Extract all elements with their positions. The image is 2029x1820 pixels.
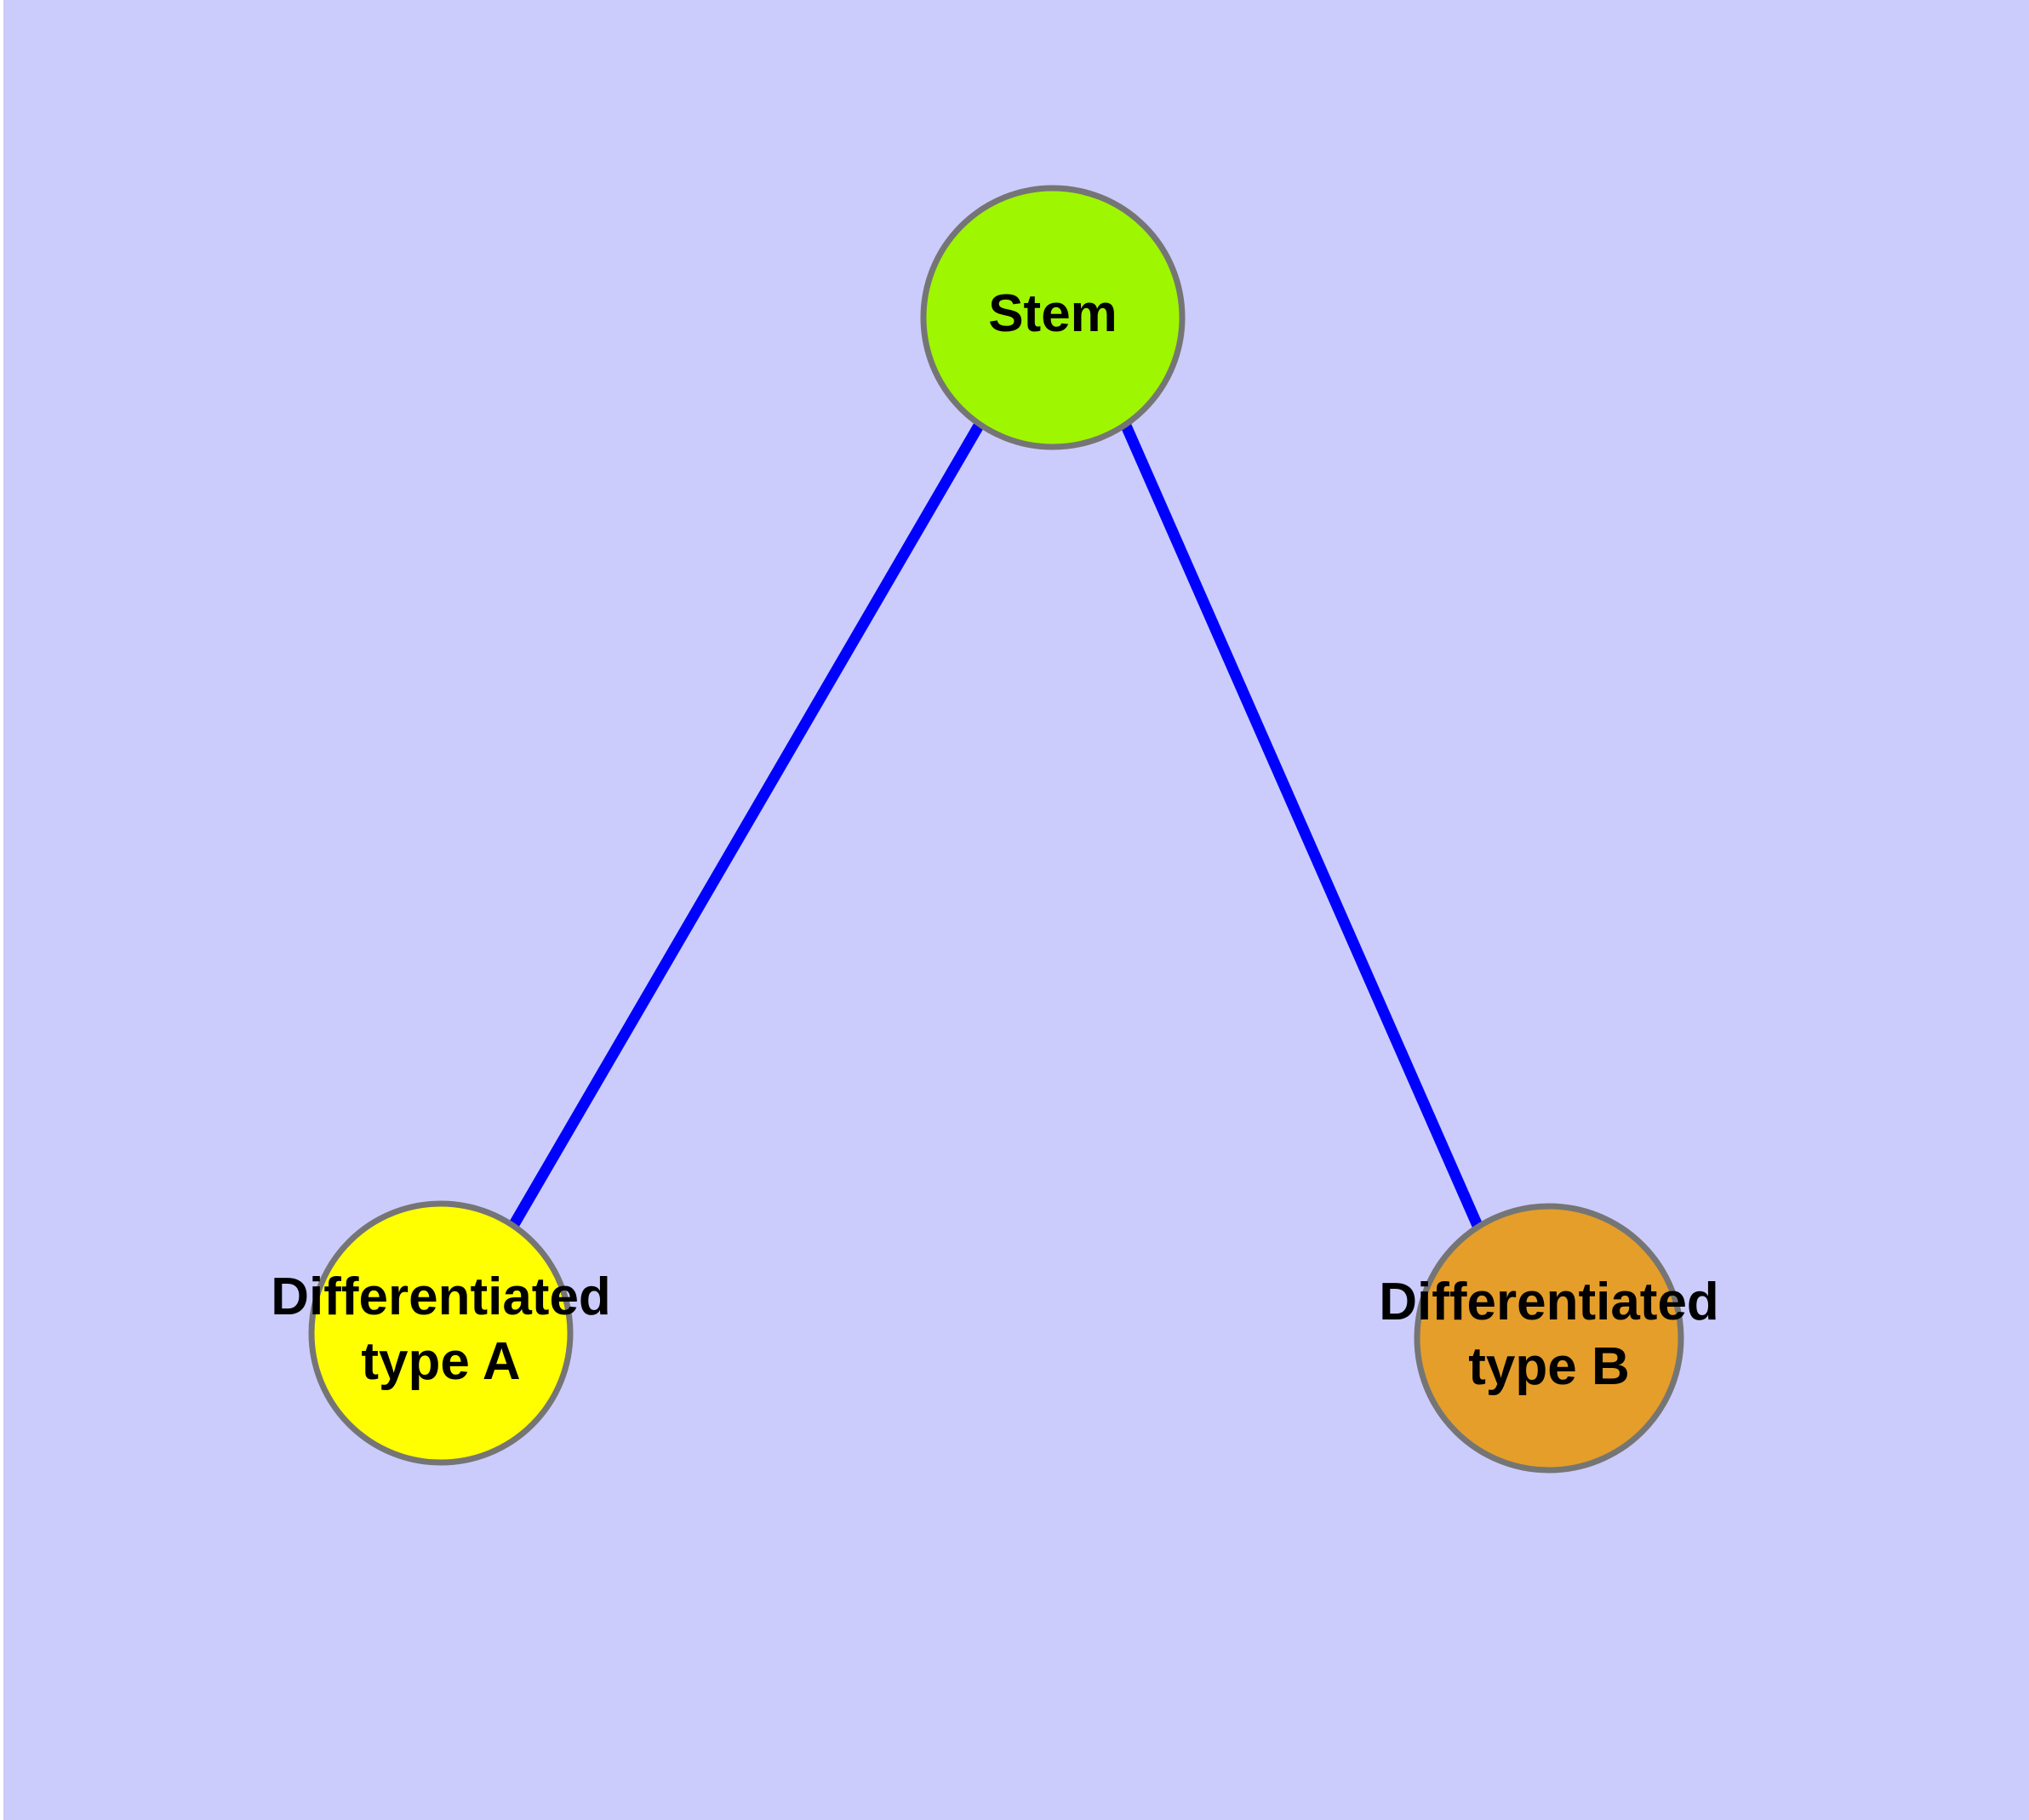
graph-edge-stem-to-diff_a[interactable]	[508, 422, 984, 1229]
graph-node-diff_b[interactable]	[1414, 1203, 1684, 1474]
node-circle-diff_a[interactable]	[308, 1200, 574, 1466]
node-label-diff_b: Differentiated type B	[1379, 1273, 1719, 1396]
node-label-line: Differentiated	[271, 1268, 611, 1326]
graph-edge-stem-to-diff_b[interactable]	[1121, 423, 1483, 1230]
graph-node-stem[interactable]	[920, 185, 1186, 450]
node-circle-stem[interactable]	[920, 185, 1186, 450]
node-label-line: Differentiated	[1379, 1273, 1719, 1331]
node-label-stem: Stem	[988, 284, 1117, 343]
node-label-line: Stem	[988, 284, 1117, 343]
edge-layer	[508, 422, 1483, 1230]
node-label-line: type B	[1468, 1337, 1629, 1396]
node-label-diff_a: Differentiated type A	[271, 1268, 611, 1391]
graph-node-diff_a[interactable]	[308, 1200, 574, 1466]
node-circle-diff_b[interactable]	[1414, 1203, 1684, 1474]
node-label-line: type A	[361, 1332, 520, 1391]
